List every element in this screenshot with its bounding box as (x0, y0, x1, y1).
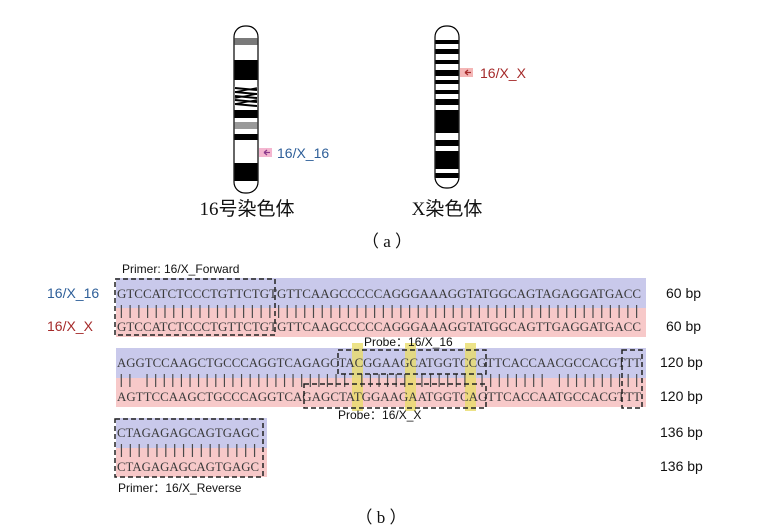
probe-x-label: Probe：16/X_X (338, 408, 421, 422)
block1-seqx: GTCCATCTCCCTGTTCTGTGTTCAAGCCCCCAGGGAAAGG… (117, 320, 641, 334)
block3-match-bars: |||||||||||||||| (117, 443, 259, 459)
block1-bp16: 60 bp (666, 285, 701, 301)
block1-match-bars: ||||||||||||||||||||||||||||||||||||||||… (117, 304, 641, 320)
chromosome-16-ideogram (233, 25, 259, 194)
block2-bpx: 120 bp (660, 388, 703, 404)
probe-x-box (303, 383, 487, 409)
probe-16-box (337, 349, 487, 375)
marker-x-label: 16/X_X (480, 65, 527, 81)
block3-rowx-background (116, 448, 267, 477)
panel-b-label: （ b ） (356, 508, 407, 527)
block1-bpx: 60 bp (666, 318, 701, 334)
block2-row16-background (116, 348, 646, 378)
primer-reverse-label: Primer：16/X_Reverse (118, 481, 242, 495)
block3-bpx: 136 bp (660, 458, 703, 474)
chromosome-16-caption: 16号染色体 (199, 198, 294, 220)
block2-bp16: 120 bp (660, 354, 703, 370)
block3-row16-background (116, 418, 267, 448)
primer-forward-box (114, 278, 276, 336)
probe-16-label: Probe：16/X_16 (364, 335, 453, 349)
block1-rowx-background (116, 308, 646, 337)
row-label-16: 16/X_16 (47, 285, 99, 301)
snp-highlight (405, 343, 416, 411)
snp-highlight (352, 343, 363, 411)
block3-bp16: 136 bp (660, 424, 703, 440)
block1-seq16: GTCCATCTCCCTGTTCTGTGTTCAAGCCCCCAGGGAAAGG… (117, 287, 641, 301)
marker-16-label: 16/X_16 (277, 145, 329, 161)
chromosome-x-ideogram (434, 25, 460, 189)
row-label-x: 16/X_X (47, 318, 94, 334)
marker-x-arrow-icon (460, 68, 473, 77)
centromere-hatch (234, 86, 258, 107)
block2-match-bars: || |||||||||||||||||||||||| |||||| |||||… (117, 373, 641, 389)
primer-reverse-box-start (621, 349, 643, 409)
block2-rowx-background (116, 378, 646, 407)
primer-forward-label: Primer: 16/X_Forward (122, 262, 239, 276)
primer-reverse-box (114, 418, 264, 478)
block3-seq16: CTAGAGAGCAGTGAGC (117, 426, 259, 440)
panel-a-label: （ a ） (362, 232, 412, 251)
block1-row16-background (116, 278, 646, 308)
block2-seqx: AGTTCCAAGCTGCCCAGGTCAGAGCTATGGAAGAATGGTC… (117, 390, 641, 404)
chromosome-x-caption: X染色体 (412, 198, 483, 220)
snp-highlight (465, 343, 476, 411)
marker-16-arrow-icon (259, 148, 272, 157)
block3-seqx: CTAGAGAGCAGTGAGC (117, 460, 259, 474)
block2-seq16: AGGTCCAAGCTGCCCAGGTCAGAGCTACGGAAGCATGGTC… (117, 356, 641, 370)
